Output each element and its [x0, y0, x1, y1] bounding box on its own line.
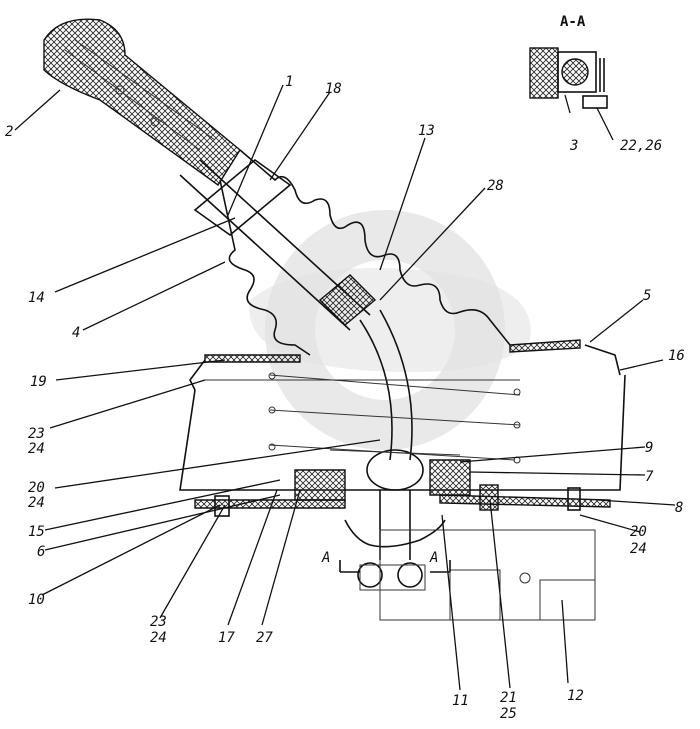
- callout-7: 7: [645, 469, 654, 485]
- callout-21: 21: [500, 690, 517, 706]
- ball-joint: [329, 449, 461, 491]
- callout-2: 2: [5, 124, 13, 140]
- callout-24-left: 24: [28, 441, 45, 457]
- callout-8: 8: [675, 500, 683, 516]
- callout-16: 16: [668, 348, 685, 364]
- upper-flange: [189, 339, 621, 391]
- section-cut-marks: [339, 560, 451, 573]
- lower-shaft: [344, 490, 446, 591]
- callout-13: 13: [418, 123, 435, 139]
- callout-24-upper: 24: [28, 495, 45, 511]
- section-title: A-A: [560, 14, 586, 30]
- callout-6: 6: [37, 544, 45, 560]
- callout-3: 3: [569, 138, 578, 154]
- callout-12: 12: [567, 688, 584, 704]
- callout-20-upper: 20: [28, 480, 45, 496]
- callout-28: 28: [487, 178, 504, 194]
- callout-9: 9: [645, 440, 653, 456]
- bottom-flange: [194, 459, 611, 517]
- callout-5: 5: [643, 288, 651, 304]
- callout-23-bottom: 23: [150, 614, 167, 630]
- callout-10: 10: [28, 592, 45, 608]
- callout-17: 17: [218, 630, 235, 646]
- callout-4: 4: [72, 325, 80, 341]
- callout-15: 15: [28, 524, 45, 540]
- callout-11: 11: [452, 693, 469, 709]
- section-detail: [529, 47, 608, 109]
- callout-20-lower: 20: [630, 524, 647, 540]
- callout-23-left: 23: [28, 426, 45, 442]
- lever-handle: [43, 18, 241, 187]
- callout-27: 27: [256, 630, 273, 646]
- leader-lines: [14, 84, 676, 691]
- section-mark-right: A: [429, 550, 438, 566]
- callout-19: 19: [30, 374, 47, 390]
- callout-14: 14: [28, 290, 45, 306]
- callout-22-26: 22,26: [620, 138, 662, 154]
- rubber-boot-bellows: [219, 149, 511, 356]
- callout-1: 1: [285, 74, 293, 90]
- section-mark-left: A: [321, 550, 330, 566]
- callout-24-bottom: 24: [150, 630, 167, 646]
- callout-18: 18: [325, 81, 342, 97]
- lever-rod: [179, 158, 413, 461]
- callout-25: 25: [500, 706, 517, 722]
- base-bracket: [379, 529, 596, 621]
- callout-24-lower: 24: [630, 541, 647, 557]
